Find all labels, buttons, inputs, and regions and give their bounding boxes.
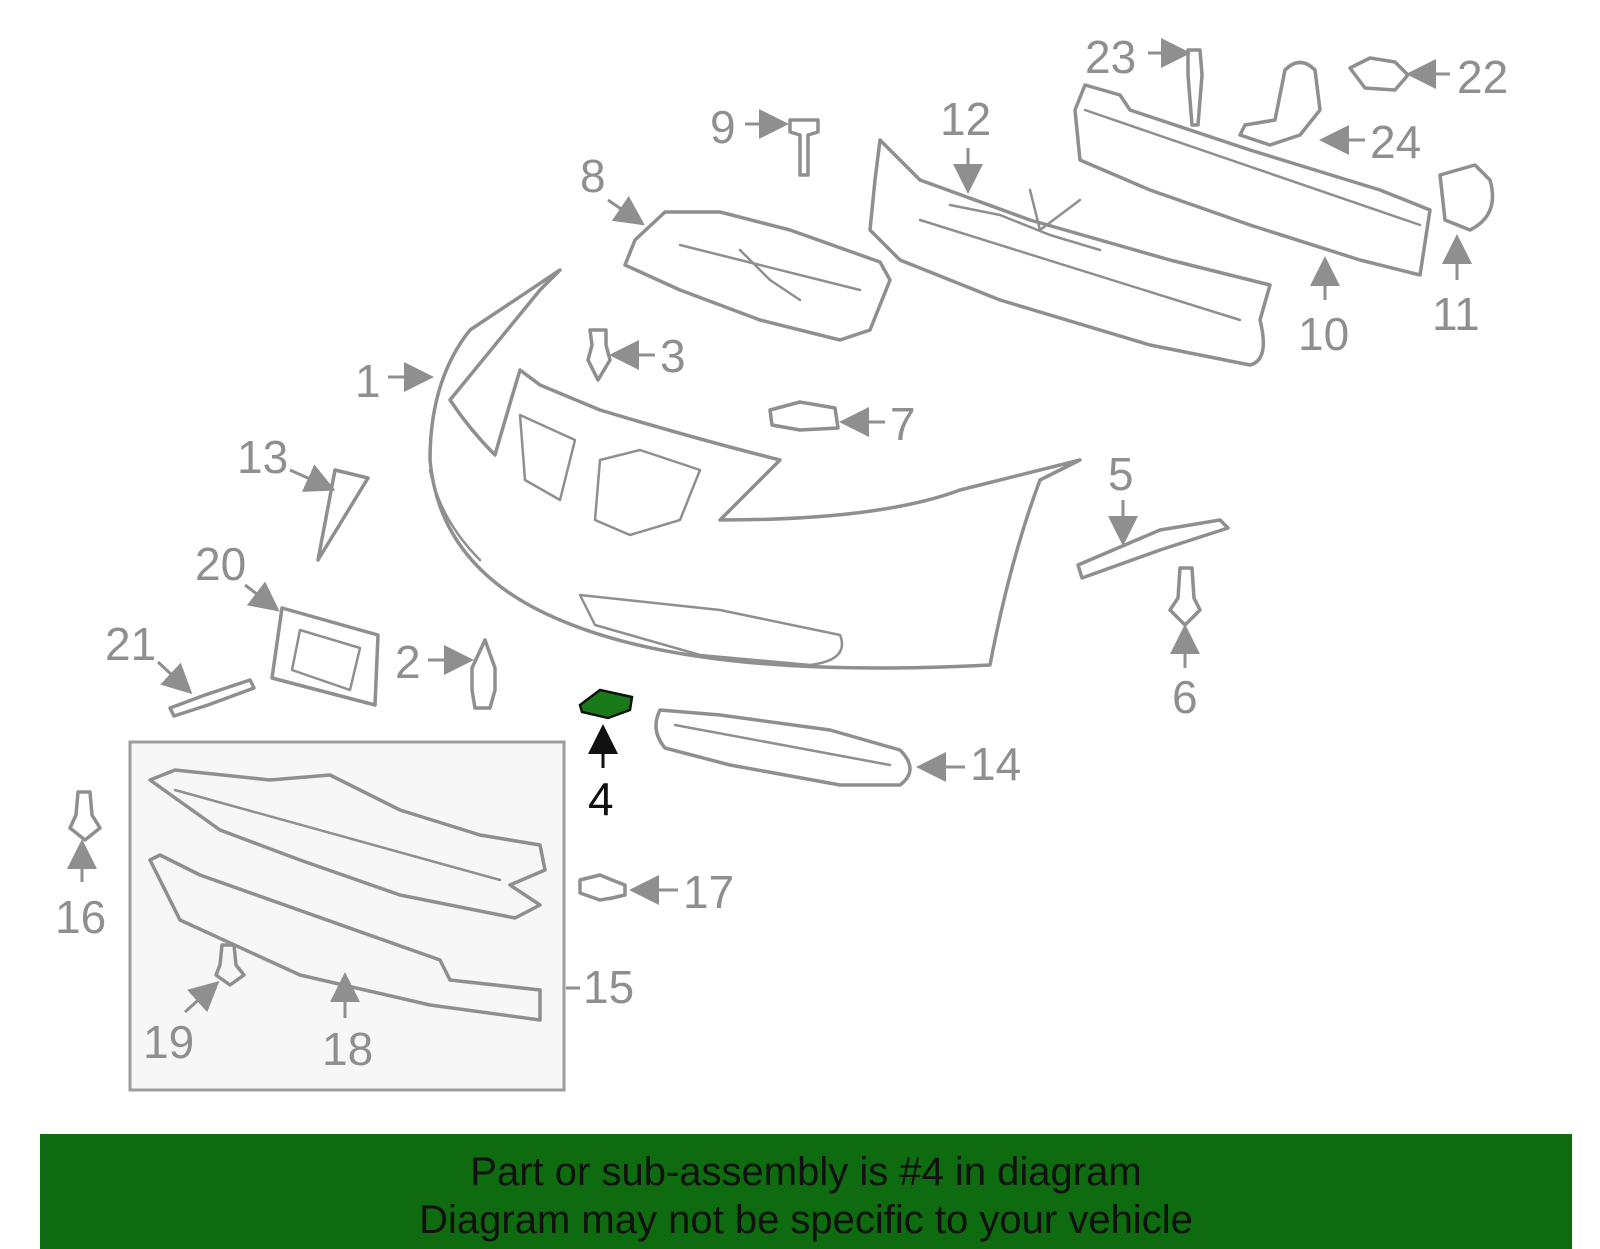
part-9-bolt[interactable]: [788, 118, 820, 177]
callout-16[interactable]: 16: [55, 891, 106, 943]
callout-15[interactable]: 15: [583, 961, 634, 1013]
part-22-fastener[interactable]: [1348, 56, 1410, 92]
callout-21[interactable]: 21: [105, 618, 156, 670]
callout-9[interactable]: 9: [710, 101, 736, 153]
callout-24[interactable]: 24: [1370, 116, 1421, 168]
part-21-screw[interactable]: [168, 678, 256, 718]
callout-8[interactable]: 8: [580, 150, 606, 202]
part-17-clip[interactable]: [578, 873, 627, 902]
part-11-bracket[interactable]: [1438, 163, 1495, 232]
part-7-pad[interactable]: [768, 400, 840, 432]
callout-5[interactable]: 5: [1108, 448, 1134, 500]
callout-19[interactable]: 19: [143, 1016, 194, 1068]
callout-12[interactable]: 12: [940, 93, 991, 145]
callout-14[interactable]: 14: [970, 738, 1021, 790]
callout-labels: 1 2 3 4 5 6 7 8 9 10 11 12 13 14 15 16 1…: [55, 31, 1508, 1075]
callout-17[interactable]: 17: [683, 866, 734, 918]
part-2-push-pin[interactable]: [470, 638, 497, 710]
part-8-air-deflector[interactable]: [623, 210, 892, 342]
part-13-trim[interactable]: [316, 468, 370, 562]
leader-lines: [67, 38, 1472, 1018]
callout-3[interactable]: 3: [660, 330, 686, 382]
part-20-license-bracket[interactable]: [270, 606, 380, 707]
callout-22[interactable]: 22: [1457, 51, 1508, 103]
callout-7[interactable]: 7: [890, 398, 916, 450]
part-5-bracket[interactable]: [1076, 518, 1230, 580]
callout-10[interactable]: 10: [1298, 308, 1349, 360]
parts-diagram: 1 2 3 4 5 6 7 8 9 10 11 12 13 14 15 16 1…: [55, 31, 1508, 1092]
banner-line-1: Part or sub-assembly is #4 in diagram: [470, 1150, 1142, 1194]
part-3-push-pin[interactable]: [586, 328, 612, 382]
group-box-15: [128, 740, 566, 1092]
callout-18[interactable]: 18: [322, 1023, 373, 1075]
part-23-rivet[interactable]: [1186, 48, 1204, 127]
part-6-bolt[interactable]: [1168, 566, 1202, 627]
part-16-bolt[interactable]: [68, 790, 102, 842]
part-10-impact-bar[interactable]: [1073, 83, 1432, 277]
callout-4[interactable]: 4: [588, 773, 614, 825]
part-4-highlighted[interactable]: [578, 688, 634, 720]
callout-11[interactable]: 11: [1432, 288, 1480, 340]
part-12-energy-absorber[interactable]: [868, 138, 1272, 367]
banner-line-2: Diagram may not be specific to your vehi…: [419, 1198, 1193, 1242]
callout-2[interactable]: 2: [395, 636, 421, 688]
part-19-bolt[interactable]: [214, 943, 246, 987]
part-24-bracket[interactable]: [1238, 60, 1322, 147]
callout-20[interactable]: 20: [195, 538, 246, 590]
callout-23[interactable]: 23: [1085, 31, 1136, 83]
info-banner: Part or sub-assembly is #4 in diagram Di…: [40, 1134, 1572, 1249]
part-1-bumper-cover[interactable]: [428, 268, 1082, 670]
callout-6[interactable]: 6: [1172, 671, 1198, 723]
callout-13[interactable]: 13: [237, 431, 288, 483]
callout-1[interactable]: 1: [355, 355, 381, 407]
part-14-bezel[interactable]: [654, 708, 912, 787]
